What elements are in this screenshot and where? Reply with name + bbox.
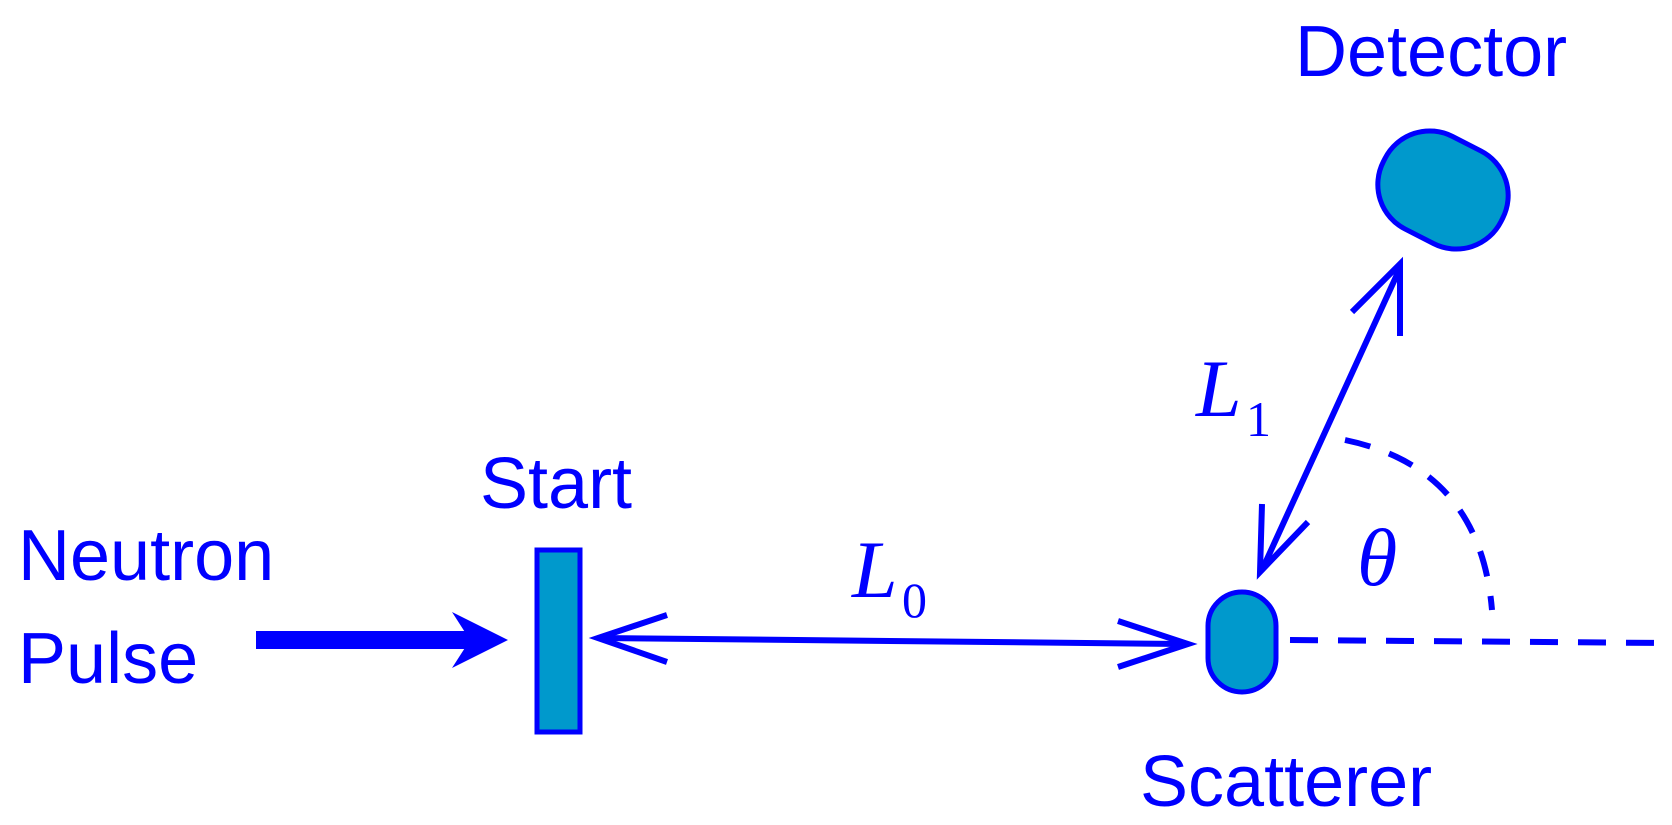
l1-label-main: L: [1195, 343, 1242, 434]
l1-label: L 1: [1195, 343, 1271, 447]
l0-label-subscript: 0: [902, 572, 927, 628]
start-label: Start: [480, 444, 632, 524]
detector: [1375, 128, 1511, 252]
l1-label-subscript: 1: [1246, 391, 1271, 447]
neutron-label: Neutron: [18, 516, 274, 596]
theta-label: θ: [1357, 512, 1397, 603]
scatterer: [1205, 589, 1279, 695]
scatterer-label: Scatterer: [1140, 742, 1432, 822]
detector-label: Detector: [1295, 12, 1567, 92]
pulse-label: Pulse: [18, 619, 198, 699]
l0-double-arrow: [588, 612, 1198, 670]
forward-beam-dashed-line: [1289, 637, 1666, 646]
l0-label: L 0: [851, 524, 927, 628]
l1-double-arrow: [1256, 256, 1403, 580]
neutron-pulse-arrow: [256, 612, 508, 668]
start-detector: [534, 547, 583, 735]
l0-label-main: L: [851, 524, 898, 615]
theta-angle-arc: [1344, 437, 1495, 611]
